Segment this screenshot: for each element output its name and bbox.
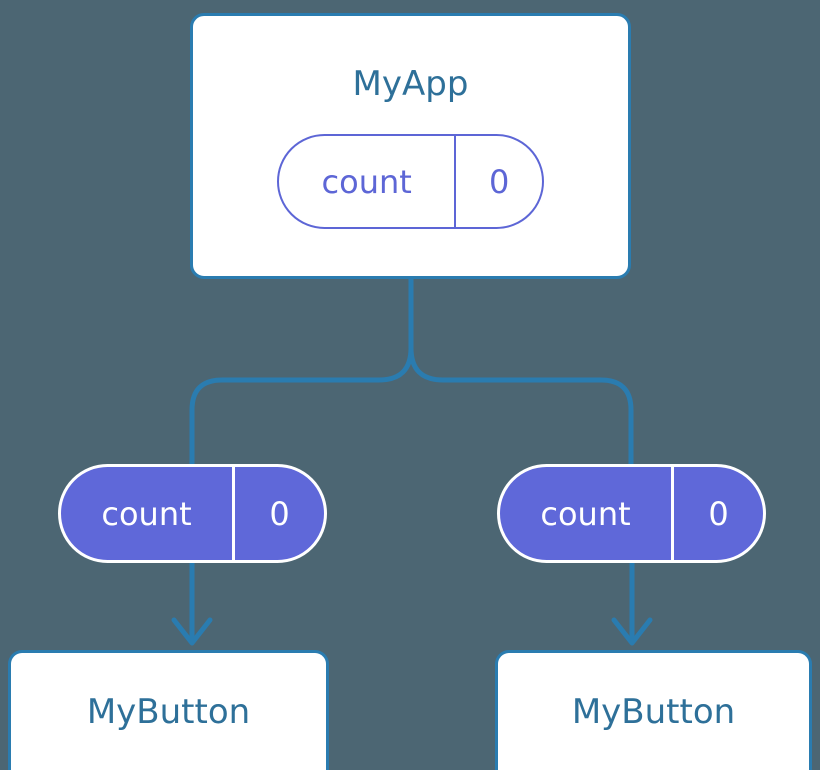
state-key-label: count (101, 494, 192, 533)
component-name-mybutton: MyButton (571, 692, 736, 732)
edge-root-to-left-state (189, 347, 414, 464)
state-key-label: count (540, 494, 631, 533)
state-pill-myapp-count[interactable]: count 0 (277, 134, 544, 229)
edge-root-to-right-state (408, 347, 634, 464)
component-box-mybutton-right[interactable]: MyButton (495, 650, 812, 770)
component-name-mybutton: MyButton (86, 692, 251, 732)
state-pill-child-left-count[interactable]: count 0 (58, 464, 327, 563)
component-name-myapp: MyApp (352, 64, 469, 104)
state-key-label: count (321, 162, 412, 201)
arrowhead-right-down-icon (611, 617, 653, 646)
component-box-mybutton-left[interactable]: MyButton (8, 650, 329, 770)
state-value-label: 0 (671, 467, 763, 560)
arrowhead-left-down-icon (171, 617, 213, 646)
state-value-label: 0 (454, 136, 542, 227)
state-pill-child-right-count[interactable]: count 0 (497, 464, 766, 563)
state-value-label: 0 (232, 467, 324, 560)
